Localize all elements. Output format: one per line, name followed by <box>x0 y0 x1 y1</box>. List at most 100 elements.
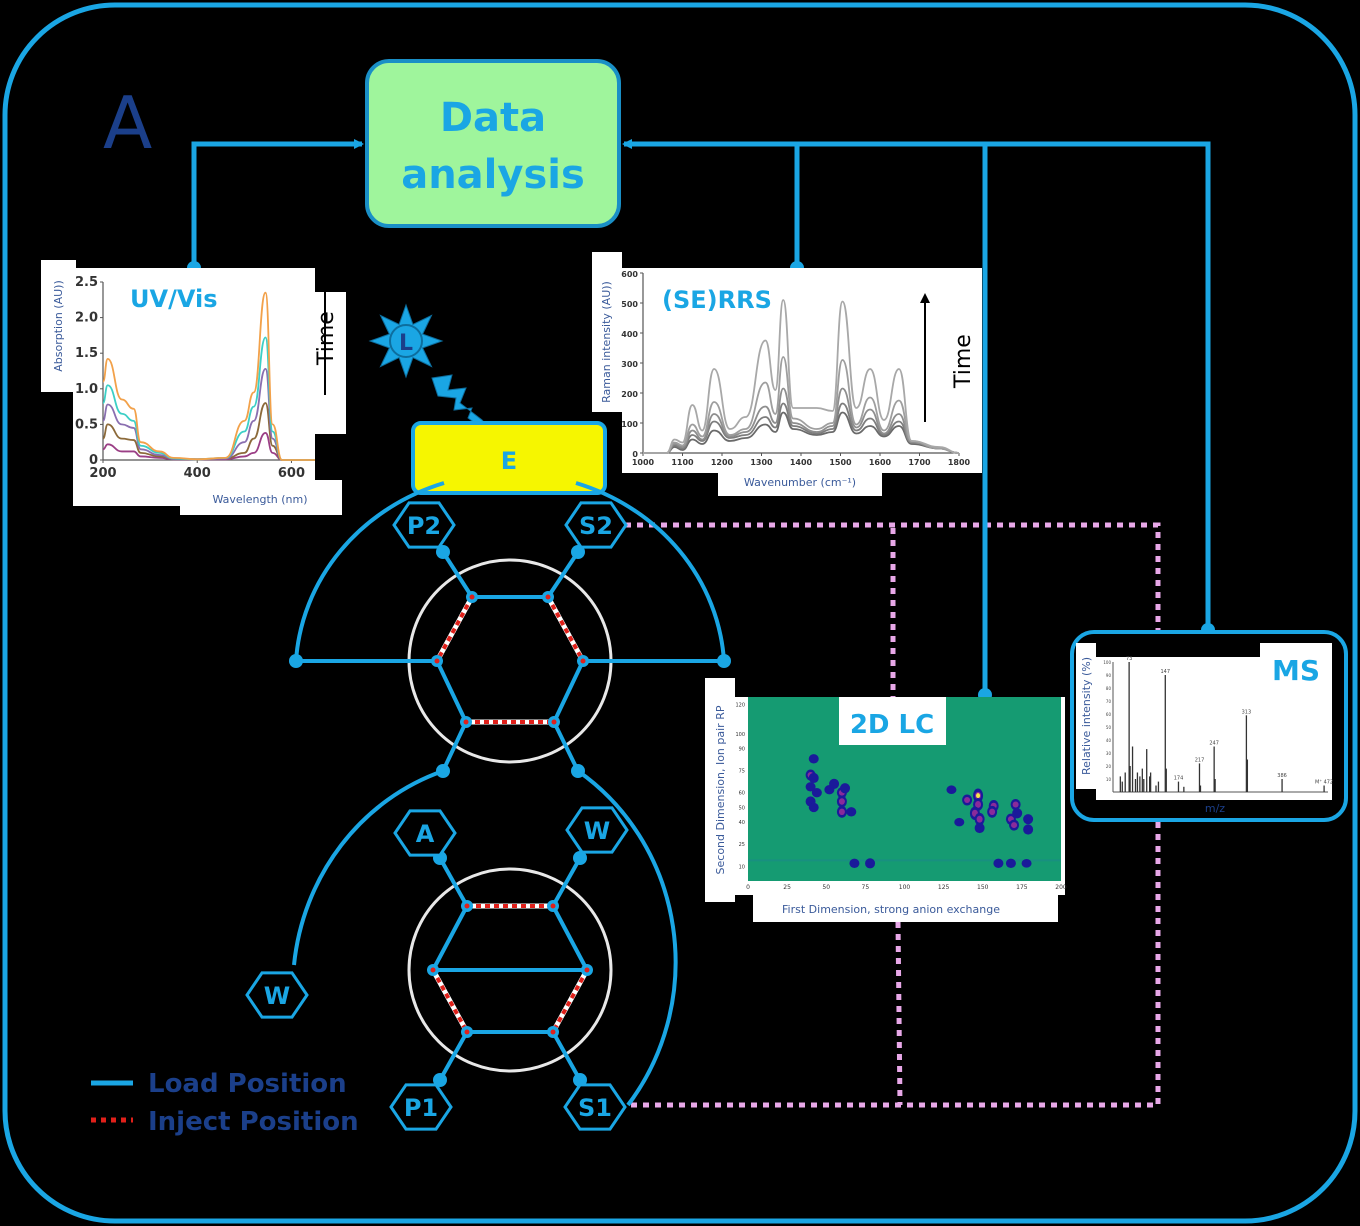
port-label: P2 <box>407 512 441 540</box>
upper-port-s2-line <box>546 550 580 599</box>
serrs-xlabel: Wavenumber (cm⁻¹) <box>744 476 856 489</box>
junction-dot <box>289 654 303 668</box>
ms-y-tick-label: 50 <box>1106 725 1112 730</box>
ms-title-bg <box>1260 643 1332 663</box>
y-tick-label: 1.5 <box>75 346 98 361</box>
uvvis-ylabel-bg <box>41 260 76 392</box>
y-tick-label: 60 <box>739 791 745 797</box>
x-tick-label: 1500 <box>829 458 852 467</box>
uvvis-title: UV/Vis <box>130 285 218 313</box>
electrode[interactable]: E <box>411 421 607 495</box>
ms-y-tick-label: 80 <box>1106 686 1112 691</box>
lc2d-xlabel: First Dimension, strong anion exchange <box>782 903 1000 916</box>
ms-panel: Relative intensity (%) m/z MS 7314717421… <box>1070 630 1348 822</box>
ms-y-tick-label: 40 <box>1106 738 1112 743</box>
lc2d-spot <box>974 822 985 834</box>
lc2d-title: 2D LC <box>850 710 934 740</box>
lc2d-spot <box>865 858 876 869</box>
port-s1-6[interactable]: S1 <box>563 1083 627 1131</box>
legend-inject-label: Inject Position <box>148 1107 359 1137</box>
lc2d-spot <box>808 754 819 764</box>
rotor-port-center <box>551 719 557 725</box>
legend: Load Position Inject Position <box>91 1069 359 1137</box>
uvvis-ylabel: Absorption (AU)) <box>52 280 65 372</box>
transfer-line-lc-bottom <box>895 921 903 1106</box>
panel-label: A <box>103 81 152 165</box>
y-tick-label: 120 <box>735 702 745 708</box>
lc2d-spot <box>993 858 1004 869</box>
rotor-port-center <box>430 967 436 973</box>
port-a-2[interactable]: A <box>393 809 457 857</box>
port-hexagon <box>563 1083 627 1131</box>
upper-loop-right <box>575 481 726 662</box>
legend-load-label: Load Position <box>148 1069 347 1099</box>
port-label: S1 <box>578 1094 612 1122</box>
x-tick-label: 200 <box>1055 884 1067 891</box>
port-s2-1[interactable]: S2 <box>564 501 628 549</box>
port-w-3[interactable]: W <box>565 806 629 854</box>
x-tick-label: 150 <box>977 884 989 891</box>
upper-out-left <box>441 721 468 772</box>
ms-y-tick-label: 60 <box>1106 712 1112 717</box>
y-tick-label: 200 <box>621 390 638 399</box>
lc2d-spot-peak <box>976 793 981 799</box>
rotor-port-center <box>434 658 440 664</box>
electrode-label: E <box>501 447 517 475</box>
y-tick-label: 0.5 <box>75 417 98 432</box>
lc2d-spot-core <box>964 797 971 804</box>
x-tick-label: 75 <box>862 884 870 891</box>
y-tick-label: 2.0 <box>75 311 98 326</box>
signal-lines <box>191 139 1211 695</box>
laser-core <box>389 324 423 358</box>
series-line-t2 <box>643 402 960 454</box>
x-tick-label: 50 <box>822 884 830 891</box>
y-tick-label: 10 <box>739 864 745 870</box>
lc2d-spot <box>1012 808 1023 819</box>
uvvis-panel: Absorption (AU)) Wavelength (nm) UV/Vis … <box>41 260 346 515</box>
y-tick-label: 1.0 <box>75 382 98 397</box>
ms-peak-label: 386 <box>1277 773 1287 779</box>
port-hexagon <box>565 806 629 854</box>
y-tick-label: 75 <box>739 769 745 775</box>
valve-junctions <box>289 545 731 1087</box>
port-label: W <box>584 817 610 845</box>
y-tick-label: 0 <box>89 453 98 468</box>
lc2d-spot-core <box>975 801 982 808</box>
port-p2-0[interactable]: P2 <box>392 501 456 549</box>
y-tick-label: 400 <box>621 330 638 339</box>
lc2d-spot <box>840 783 851 794</box>
x-tick-label: 25 <box>783 884 791 891</box>
data-analysis-box[interactable]: Data analysis <box>365 59 621 228</box>
data-analysis-line1: Data <box>440 95 546 141</box>
lower-loop-right <box>576 769 678 1107</box>
port-w-4[interactable]: W <box>245 971 309 1019</box>
data-analysis-line2: analysis <box>401 152 585 198</box>
lc2d-ylabel: Second Dimension, Ion pair RP <box>714 705 727 874</box>
ms-peak-label: 217 <box>1195 757 1205 763</box>
y-tick-label: 100 <box>621 420 638 429</box>
ms-y-tick-label: 70 <box>1106 699 1112 704</box>
rotor-port-center <box>464 903 470 909</box>
y-tick-label: 2.5 <box>75 275 98 290</box>
x-tick-label: 1700 <box>908 458 931 467</box>
upper-inject-paths <box>434 595 586 725</box>
lc2d-spot-core <box>838 798 845 805</box>
uvvis-xlabel-bg <box>180 480 342 515</box>
rotor-port-center <box>580 658 586 664</box>
lc2d-spot <box>1023 814 1034 825</box>
x-tick-label: 1300 <box>750 458 773 467</box>
ms-peak-label: 313 <box>1242 709 1252 715</box>
lc2d-spot <box>808 772 819 784</box>
x-tick-label: 200 <box>89 466 116 481</box>
electrode-rect <box>411 421 607 495</box>
port-hexagon <box>393 809 457 857</box>
port-label: S2 <box>579 512 613 540</box>
lower-port-w-line <box>551 857 582 907</box>
port-p1-5[interactable]: P1 <box>389 1083 453 1131</box>
ms-y-tick-label: 20 <box>1106 764 1112 769</box>
lc2d-spot <box>808 802 819 813</box>
x-tick-label: 1600 <box>869 458 892 467</box>
lc2d-spot <box>954 817 965 827</box>
